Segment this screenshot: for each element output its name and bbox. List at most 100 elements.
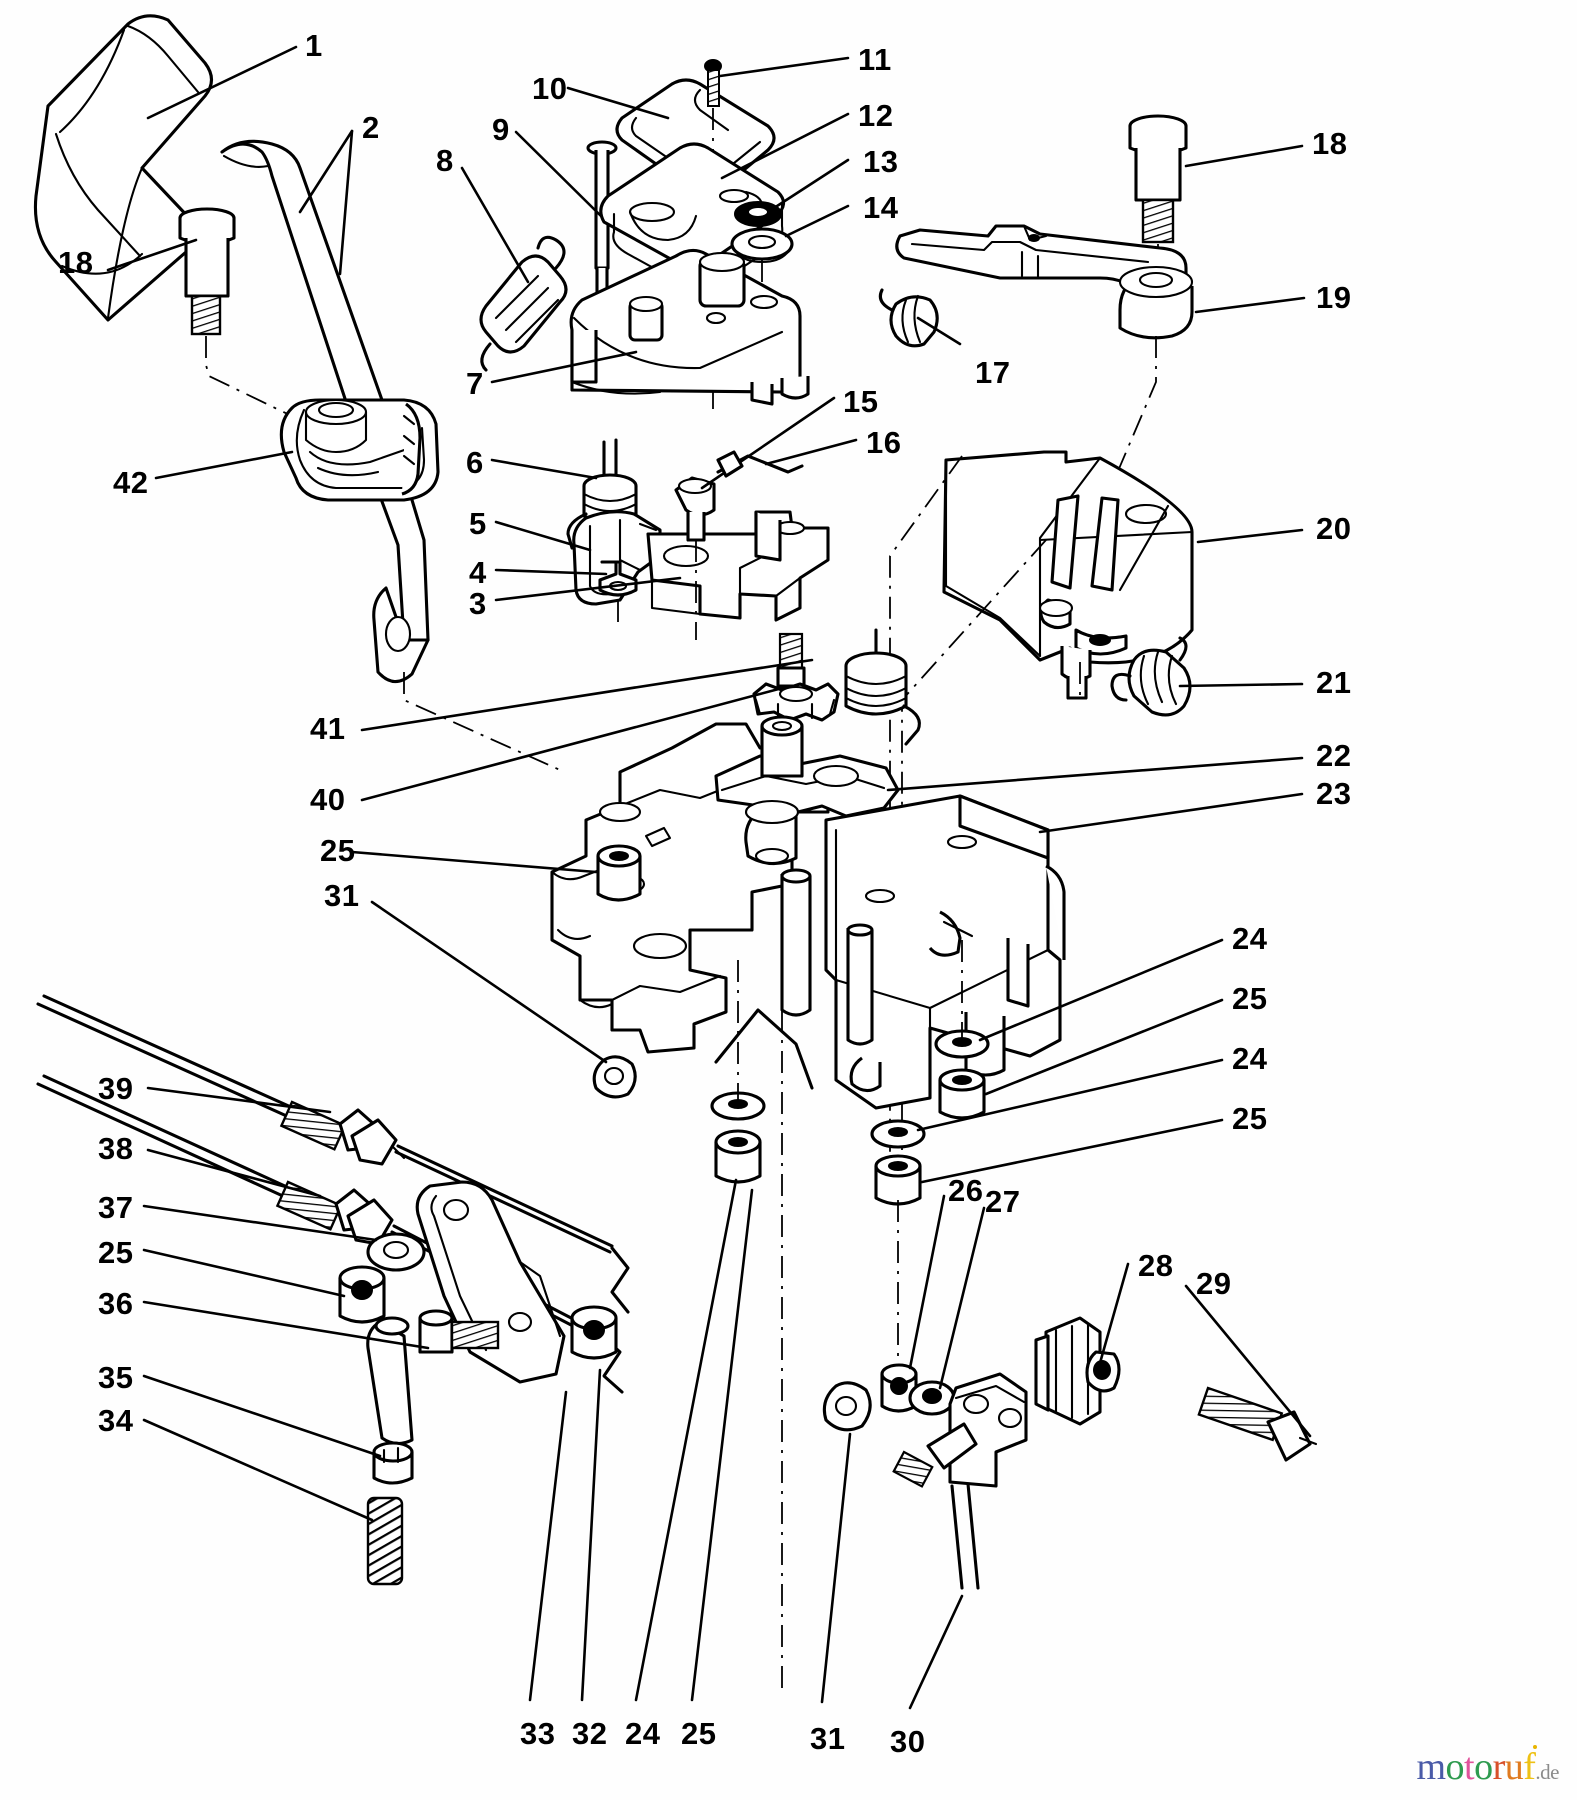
part-locknut-25-plate [596,844,642,902]
callout-24-a: 24 [1232,921,1268,956]
callout-29: 29 [1196,1266,1232,1301]
callout-36: 36 [98,1286,134,1321]
part-stud-30 [950,1482,980,1590]
part-frame-posts [714,868,874,1090]
callout-25-b: 25 [1232,1101,1268,1136]
callout-12: 12 [858,98,894,133]
part-nut-32 [570,1305,618,1360]
part-cable-bracket [892,1372,1028,1488]
callout-9: 9 [492,112,510,147]
callout-16: 16 [866,425,902,460]
callout-19: 19 [1316,280,1352,315]
part-bushing-31-lower [822,1381,872,1432]
wm-letter-u: u [1504,1746,1524,1788]
callout-39: 39 [98,1071,134,1106]
part-lever-rod [220,139,430,684]
wm-letter-m: m [1416,1746,1446,1788]
callout-31-lower: 31 [810,1721,846,1756]
callout-5: 5 [469,506,487,541]
callout-25-bottom: 25 [681,1716,717,1751]
part-bushing-31-upper [592,1055,637,1099]
part-cable-39 [36,994,630,1314]
callout-30: 30 [890,1724,926,1759]
callout-24-b: 24 [1232,1041,1268,1076]
callout-38: 38 [98,1131,134,1166]
callout-34: 34 [98,1403,134,1438]
callout-33: 33 [520,1716,556,1751]
callout-23: 23 [1316,776,1352,811]
callout-25-left: 25 [98,1235,134,1270]
callout-22: 22 [1316,738,1352,773]
part-shift-boot [279,398,440,502]
part-spring-34 [366,1496,404,1586]
callout-10: 10 [532,71,568,106]
part-nut-35 [372,1441,414,1485]
part-lock-washer-13 [734,201,782,227]
part-small-screw-11 [704,59,722,107]
callout-25-a: 25 [1232,981,1268,1016]
callout-26: 26 [948,1173,984,1208]
callout-42: 42 [113,465,149,500]
callout-2: 2 [362,110,380,145]
callout-27: 27 [985,1184,1021,1219]
part-washer-37 [366,1232,426,1272]
watermark-motoruf: motoruf.de [1416,1745,1559,1788]
callout-35: 35 [98,1360,134,1395]
part-locknut-25-a [938,1068,986,1120]
part-flat-washer-14 [730,227,794,264]
callout-11: 11 [858,42,892,77]
part-pivot-lever-22 [714,715,900,866]
wm-letter-r: r [1492,1746,1506,1788]
part-wire-rod-15 [674,476,716,542]
callout-4: 4 [469,555,487,590]
part-bracket-20 [942,450,1194,700]
callout-8: 8 [436,143,454,178]
wm-letter-o1: o [1445,1746,1465,1788]
callout-41: 41 [310,711,346,746]
callout-21: 21 [1316,665,1352,700]
part-ratchet-gear-40 [752,632,840,722]
part-washer-24-b [870,1119,926,1149]
callout-6: 6 [466,445,484,480]
part-wire-clip-16 [716,450,804,478]
part-housing-7 [569,248,810,406]
part-locknut-25-left [338,1265,386,1324]
part-washer-27 [908,1380,956,1416]
part-extension-spring-8 [479,235,568,372]
callout-13: 13 [863,144,899,179]
callout-7: 7 [466,366,484,401]
part-shoulder-bolt-left [178,207,236,336]
part-shift-plate-3 [646,510,830,622]
part-idler-arm-33 [415,1180,566,1384]
callout-15: 15 [843,384,879,419]
callout-37: 37 [98,1190,134,1225]
part-torsion-spring-lower [844,628,921,746]
callout-17: 17 [975,355,1011,390]
part-washer-24-bottom [710,1091,766,1121]
part-shift-arm-19 [895,224,1194,340]
callout-18-right: 18 [1312,126,1348,161]
wm-suffix: .de [1535,1760,1559,1784]
callout-24-bottom: 24 [625,1716,661,1751]
callout-31-upper: 31 [324,878,360,913]
wm-letter-o2: o [1474,1746,1493,1788]
part-shoulder-bolt-right [1128,114,1188,244]
part-spacer-36 [366,1309,500,1446]
part-spring-21 [1110,636,1192,717]
callout-3: 3 [469,586,487,621]
callout-25-plate: 25 [320,833,356,868]
part-locknut-25-bottom [714,1129,762,1184]
wm-letter-f: f [1523,1745,1538,1788]
part-locknut-25-b [874,1154,922,1206]
callout-1: 1 [305,28,323,63]
callout-14: 14 [863,190,899,225]
callout-28: 28 [1138,1248,1174,1283]
callout-18-left: 18 [58,245,94,280]
part-bushing-17 [878,288,939,348]
wm-letter-t: t [1464,1746,1475,1788]
part-cable-clamp-28 [1034,1316,1121,1426]
callout-32: 32 [572,1716,608,1751]
callout-20: 20 [1316,511,1352,546]
callout-40: 40 [310,782,346,817]
